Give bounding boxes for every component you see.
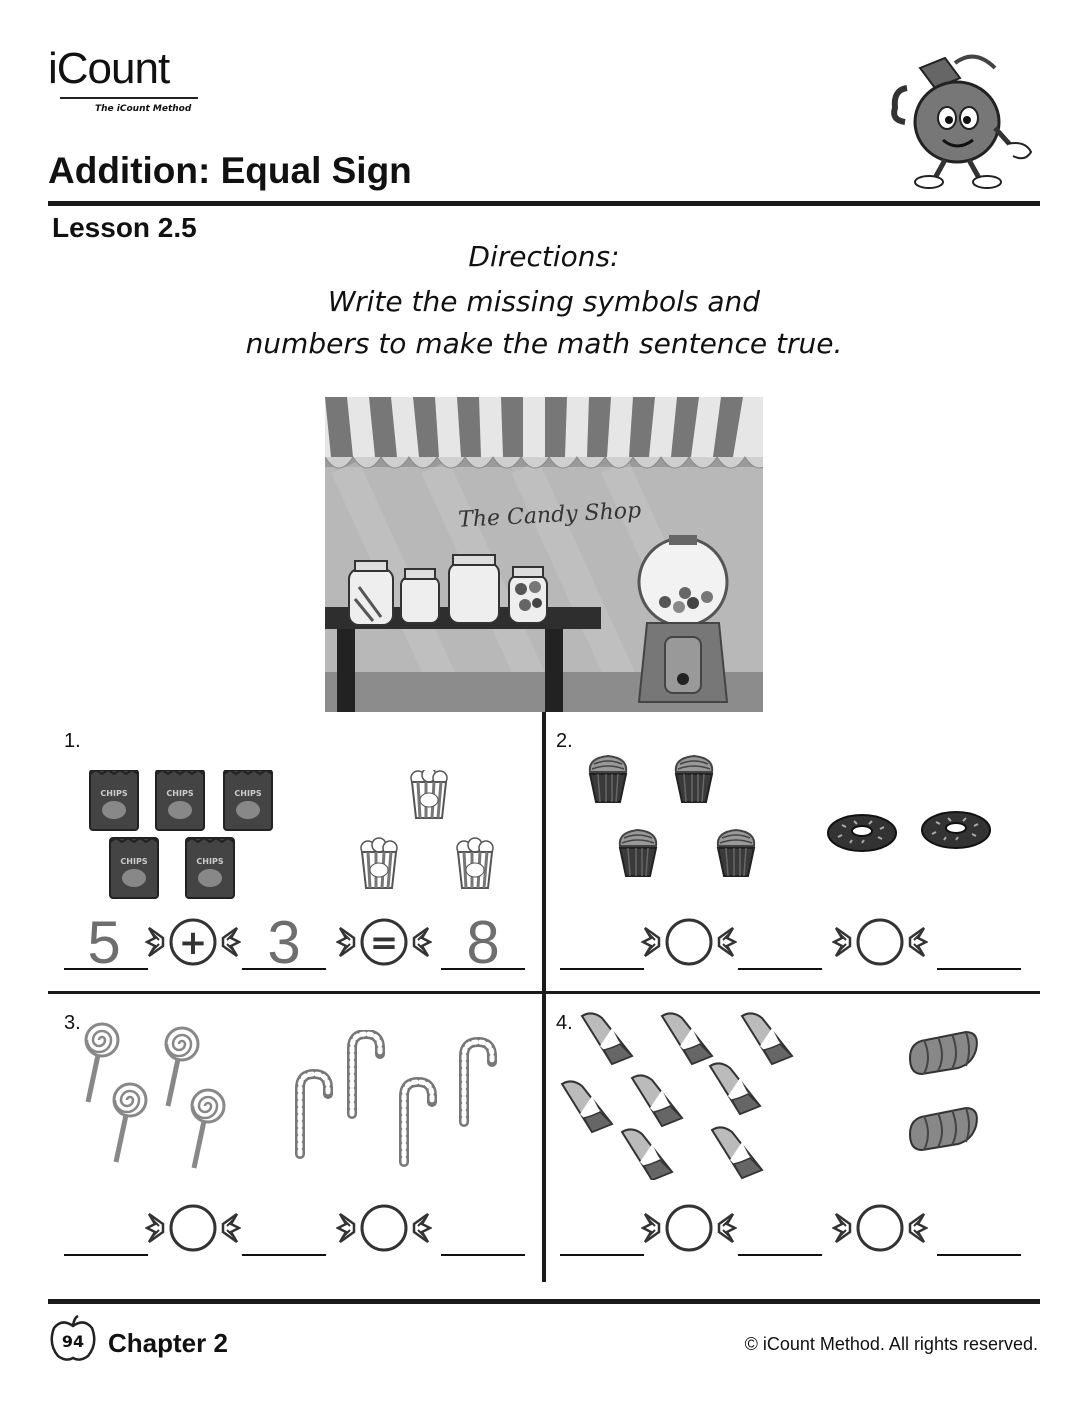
directions-text-line-1: Write the missing symbols and <box>327 285 761 318</box>
lollipops-group <box>70 1020 260 1170</box>
answer-blank[interactable] <box>738 968 822 970</box>
cupcakes-group <box>588 755 756 877</box>
lesson-label: Lesson 2.5 <box>52 212 197 243</box>
gumball-machine <box>637 535 729 703</box>
logo-tagline: The iCount Method <box>95 104 192 114</box>
candy-symbol-equals: = <box>336 918 432 966</box>
answer-blank[interactable] <box>937 968 1021 970</box>
directions-text-line-2: numbers to make the math sentence true. <box>245 327 843 360</box>
directions-heading: Directions: <box>468 240 620 273</box>
page-number: 94 <box>61 1332 85 1351</box>
answer-blank[interactable] <box>937 1254 1021 1256</box>
problem-number: 4. <box>556 1012 573 1034</box>
candy-symbol-blank[interactable] <box>641 1198 737 1258</box>
quadrant-divider-vertical <box>542 712 546 1282</box>
taffy-group <box>909 1031 978 1151</box>
answer-blank[interactable] <box>242 968 326 970</box>
candy-symbol-blank[interactable] <box>336 1198 432 1258</box>
popcorn-group <box>359 770 495 890</box>
donuts-group <box>827 811 991 852</box>
candy-jars <box>348 554 548 626</box>
answer-blank[interactable] <box>441 1254 525 1256</box>
problem-number: 3. <box>64 1012 81 1034</box>
candy-symbol-blank[interactable] <box>145 1198 241 1258</box>
answer-blank[interactable] <box>64 968 148 970</box>
answer-blank[interactable] <box>441 968 525 970</box>
candy-corn-group <box>561 1012 793 1180</box>
answer-value: 8 <box>466 909 500 976</box>
chapter-label: Chapter 2 <box>108 1328 228 1358</box>
quadrant-divider-horizontal <box>48 991 1040 994</box>
answer-value: 5 <box>87 909 121 976</box>
awning <box>325 397 763 469</box>
copyright-notice: © iCount Method. All rights reserved. <box>744 1334 1038 1354</box>
answer-blank[interactable] <box>560 968 644 970</box>
answer-blank[interactable] <box>560 1254 644 1256</box>
candy-symbol-blank[interactable] <box>832 1198 928 1258</box>
footer-divider <box>48 1299 1040 1304</box>
answer-blank[interactable] <box>738 1254 822 1256</box>
candy-canes-group <box>288 1030 508 1170</box>
candy-symbol-blank[interactable] <box>641 912 737 972</box>
problem-number: 1. <box>64 730 81 752</box>
logo-text: iCount <box>48 44 170 93</box>
svg-text:+: + <box>179 923 208 963</box>
apple-page-badge-icon <box>50 1314 96 1361</box>
page-title: Addition: Equal Sign <box>48 150 412 191</box>
answer-blank[interactable] <box>64 1254 148 1256</box>
answer-blank[interactable] <box>242 1254 326 1256</box>
candy-symbol-plus: + <box>145 918 241 966</box>
svg-text:=: = <box>370 923 399 963</box>
answer-value: 3 <box>267 909 301 976</box>
candy-shop-illustration: The Candy Shop <box>325 397 763 712</box>
apple-mascot-icon <box>891 54 1033 189</box>
candy-symbol-blank[interactable] <box>832 912 928 972</box>
logo-underline <box>60 97 198 99</box>
header-divider <box>48 201 1040 206</box>
problem-number: 2. <box>556 730 573 752</box>
chips-bags-group <box>89 770 273 899</box>
